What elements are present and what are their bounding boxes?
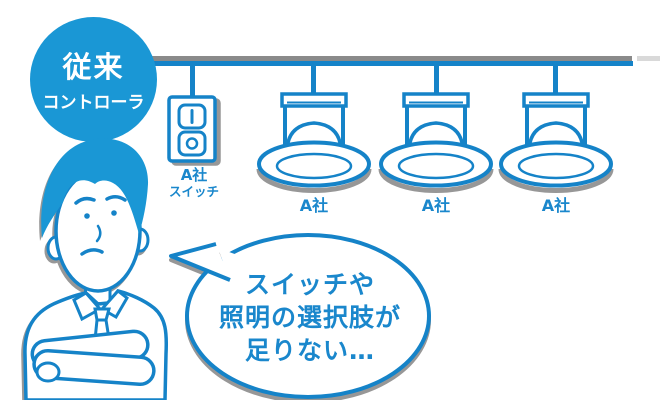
- light-label: A社: [541, 196, 571, 215]
- wire-drop-switch: [190, 64, 195, 98]
- frown-mouth: [80, 248, 104, 256]
- eyebrow: [74, 196, 96, 205]
- necktie: [93, 307, 111, 322]
- eye: [111, 210, 117, 216]
- nose: [95, 224, 102, 243]
- hand: [35, 361, 61, 383]
- hair: [41, 138, 149, 238]
- main-wire-line: [140, 61, 633, 66]
- speech-bubble-tail: [169, 242, 231, 282]
- eye: [84, 213, 90, 219]
- switch-label-company: A社: [180, 166, 208, 184]
- light-label: A社: [299, 196, 329, 215]
- wall-switch: [163, 93, 225, 173]
- ceiling-light-icon: [378, 92, 494, 193]
- eyebrow: [105, 195, 127, 202]
- ceiling-line: [140, 56, 632, 61]
- ceiling-light-1: A社: [249, 88, 379, 218]
- speech-bubble-text: スイッチや 照明の選択肢が 足りない…: [158, 226, 462, 367]
- controller-subtitle: コントローラ: [42, 93, 145, 114]
- controller-title: 従来: [62, 49, 125, 84]
- ceiling-light-icon: [256, 92, 372, 193]
- wire-drop-light-1: [311, 64, 316, 95]
- shirt-collar: [72, 291, 103, 322]
- switch-label: A社 スイッチ: [155, 166, 233, 200]
- switch-off-button-icon: [177, 130, 207, 157]
- wall-switch-icon: [167, 95, 217, 163]
- wire-drop-light-2: [434, 64, 439, 95]
- ceiling-light-3: A社: [491, 88, 621, 218]
- switch-label-type: スイッチ: [168, 184, 219, 199]
- bubble-line-2: 照明の選択肢が: [218, 303, 401, 332]
- light-label: A社: [421, 196, 451, 215]
- ceiling-light-2: A社: [371, 88, 501, 218]
- bubble-line-3: 足りない…: [244, 336, 375, 365]
- person-illustration: [23, 138, 168, 400]
- bubble-line-1: スイッチや: [244, 270, 375, 299]
- speech-bubble: スイッチや 照明の選択肢が 足りない…: [158, 226, 462, 400]
- controller-badge: 従来 コントローラ: [30, 17, 157, 142]
- ceiling-line-end: [637, 56, 660, 61]
- wire-drop-light-3: [553, 64, 558, 95]
- speech-bubble-shape: [169, 233, 431, 399]
- ceiling-light-icon: [498, 92, 614, 193]
- crossed-arms: [30, 329, 156, 386]
